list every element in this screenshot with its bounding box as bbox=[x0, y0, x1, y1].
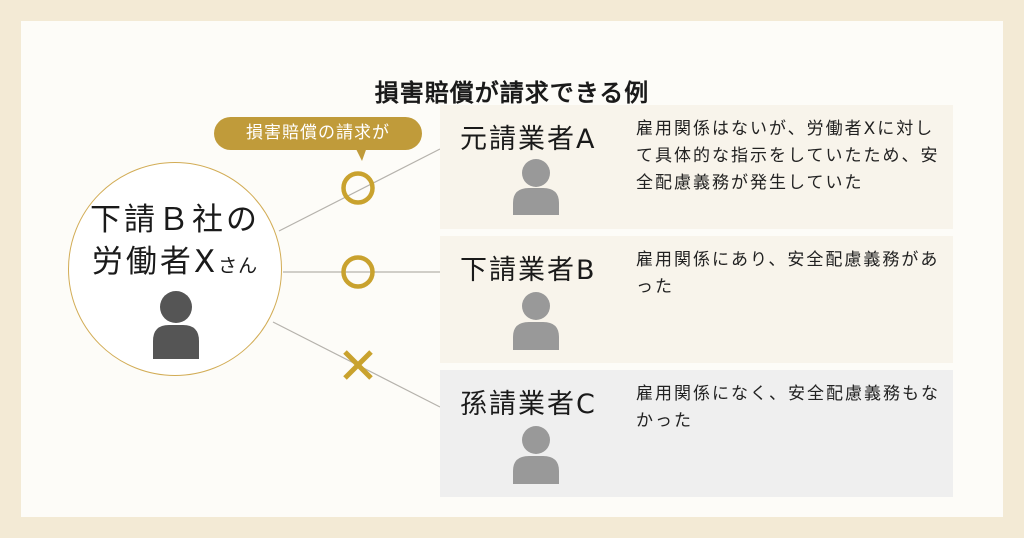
card-description: 雇用関係はないが、労働者Xに対して具体的な指示をしていたため、安全配慮義務が発生… bbox=[636, 119, 940, 193]
card-prime-contractor-a: 元請業者A 雇用関係はないが、労働者Xに対して具体的な指示をしていたため、安全配… bbox=[440, 105, 953, 229]
claim-speech-bubble: 損害賠償の請求が bbox=[214, 117, 422, 161]
person-icon bbox=[513, 159, 559, 215]
worker-name-line2: 労働者Xさん bbox=[69, 241, 281, 287]
worker-name-main: 労働者X bbox=[91, 244, 219, 280]
card-name: 元請業者A bbox=[460, 124, 597, 155]
worker-name-line1: 下請Ｂ社の bbox=[90, 202, 260, 238]
person-icon bbox=[153, 291, 199, 359]
card-name: 下請業者B bbox=[460, 255, 597, 286]
worker-x-circle: 下請Ｂ社の 労働者Xさん bbox=[68, 162, 282, 376]
card-sub-subcontractor-c: 孫請業者C 雇用関係になく、安全配慮義務もなかった bbox=[440, 370, 953, 497]
person-icon bbox=[513, 292, 559, 350]
person-icon bbox=[513, 426, 559, 484]
card-subcontractor-b: 下請業者B 雇用関係にあり、安全配慮義務があった bbox=[440, 236, 953, 363]
page-title: 損害賠償が請求できる例 bbox=[374, 78, 650, 107]
card-name: 孫請業者C bbox=[460, 389, 597, 420]
worker-name: 下請Ｂ社の 労働者Xさん bbox=[69, 199, 281, 287]
bubble-label: 損害賠償の請求が bbox=[246, 123, 390, 143]
card-description: 雇用関係になく、安全配慮義務もなかった bbox=[636, 384, 940, 431]
worker-name-suffix: さん bbox=[218, 255, 259, 277]
card-description: 雇用関係にあり、安全配慮義務があった bbox=[636, 250, 940, 297]
